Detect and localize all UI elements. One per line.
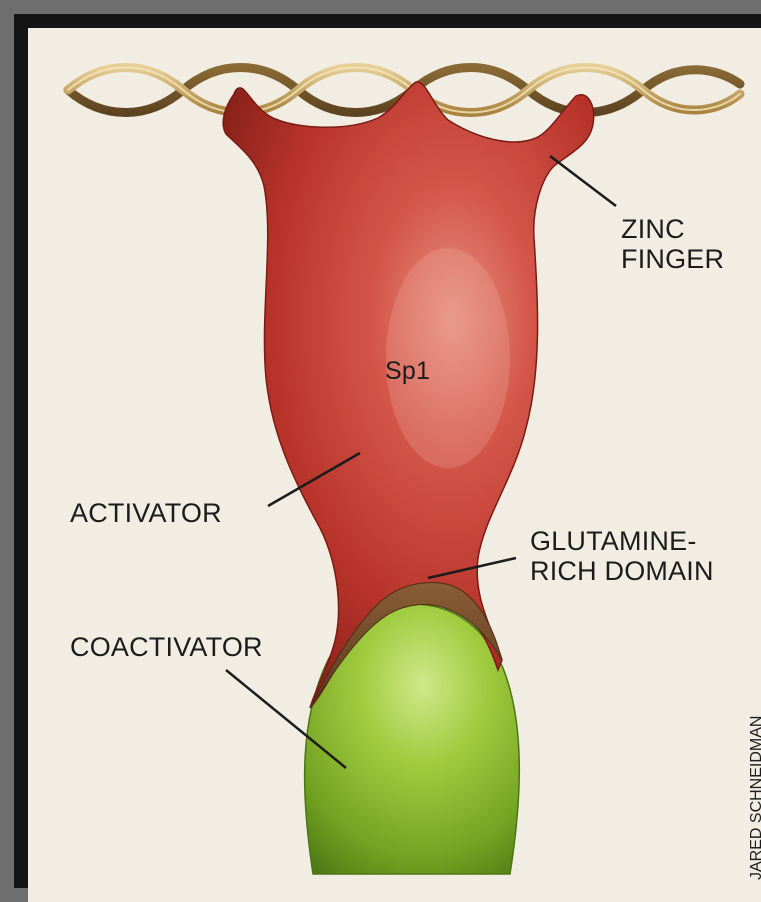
diagram-canvas: ZINC FINGER Sp1 ACTIVATOR GLUTAMINE- RIC… <box>28 28 761 902</box>
sp1-label: Sp1 <box>385 356 430 386</box>
zinc-finger-label: ZINC FINGER <box>621 214 724 274</box>
glutamine-label-line2: RICH DOMAIN <box>530 556 714 586</box>
zinc-finger-label-line1: ZINC <box>621 214 724 244</box>
glutamine-rich-domain-label: GLUTAMINE- RICH DOMAIN <box>530 526 714 586</box>
coactivator-label: COACTIVATOR <box>70 632 263 662</box>
artist-credit: JARED SCHNEIDMAN <box>748 716 761 880</box>
diagram-illustration <box>28 28 761 902</box>
activator-label: ACTIVATOR <box>70 498 222 528</box>
zinc-finger-leader <box>550 156 616 206</box>
glutamine-label-line1: GLUTAMINE- <box>530 526 714 556</box>
zinc-finger-label-line2: FINGER <box>621 244 724 274</box>
